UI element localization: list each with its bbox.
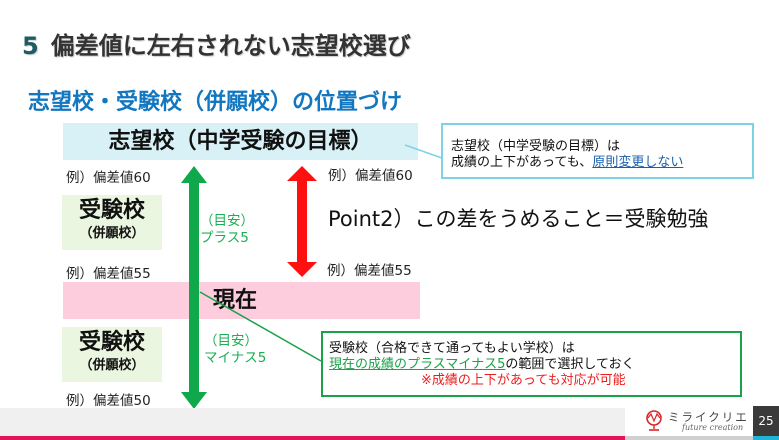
point-text: Point2）この差をうめること＝受験勉強: [328, 207, 709, 231]
deviation-label-50-left: 例）偏差値50: [66, 393, 151, 409]
page-number: 25: [753, 406, 779, 436]
exam-school-sublabel: （併願校）: [79, 358, 145, 373]
margin-note-minus: （目安） マイナス5: [204, 333, 266, 367]
exam-school-sublabel: （併願校）: [79, 226, 145, 241]
footer-accent-gray: [625, 436, 753, 440]
deviation-label-55-right: 例）偏差値55: [327, 263, 412, 279]
deviation-label-60-left: 例）偏差値60: [66, 170, 151, 186]
callout-link-plus-minus[interactable]: 現在の成績のプラスマイナス5: [329, 357, 506, 372]
section-number: 5: [22, 32, 39, 60]
slide-title: 5 偏差値に左右されない志望校選び: [22, 26, 411, 61]
exam-school-box-upper: 受験校 （併願校）: [62, 195, 162, 250]
target-school-band: [63, 123, 418, 160]
section-subtitle: 志望校・受験校（併願校）の位置づけ: [28, 90, 403, 115]
note-line: （目安）: [204, 333, 258, 349]
note-line: マイナス5: [204, 350, 267, 366]
callout-line: 成績の上下があっても、原則変更しない: [451, 155, 752, 171]
deviation-label-55-left: 例）偏差値55: [66, 266, 151, 282]
callout-text: 成績の上下があっても、: [451, 155, 593, 170]
title-text: 偏差値に左右されない志望校選び: [50, 32, 411, 60]
deviation-label-60-right: 例）偏差値60: [328, 168, 413, 184]
logo-text: ミライクリエ: [668, 410, 749, 424]
callout-text: の範囲で選択しておく: [505, 357, 635, 372]
note-line: （目安）: [200, 213, 254, 229]
footer-accent-cyan: [753, 436, 779, 440]
exam-school-label: 受験校: [78, 198, 145, 223]
callout-target-school: 志望校（中学受験の目標）は 成績の上下があっても、原則変更しない: [441, 123, 754, 179]
exam-school-box-lower: 受験校 （併願校）: [62, 327, 162, 382]
note-line: プラス5: [200, 230, 249, 246]
callout-warning: ※成績の上下があっても対応が可能: [421, 373, 626, 388]
footer-accent-pink: [0, 436, 625, 440]
callout-link-no-change[interactable]: 原則変更しない: [592, 155, 684, 170]
current-label: 現在: [213, 288, 258, 313]
logo-subtext: future creation: [682, 423, 744, 432]
margin-note-plus: （目安） プラス5: [200, 213, 254, 247]
exam-school-label: 受験校: [78, 330, 145, 355]
callout-line: 受験校（合格できて通ってもよい学校）は: [329, 341, 575, 356]
callout-line: 志望校（中学受験の目標）は: [451, 139, 621, 154]
callout-exam-school: 受験校（合格できて通ってもよい学校）は 現在の成績のプラスマイナス5の範囲で選択…: [321, 331, 742, 397]
red-double-arrow-icon: [287, 166, 317, 277]
target-school-label: 志望校（中学受験の目標）: [108, 129, 373, 154]
callout-line: 現在の成績のプラスマイナス5の範囲で選択しておく: [329, 357, 740, 373]
